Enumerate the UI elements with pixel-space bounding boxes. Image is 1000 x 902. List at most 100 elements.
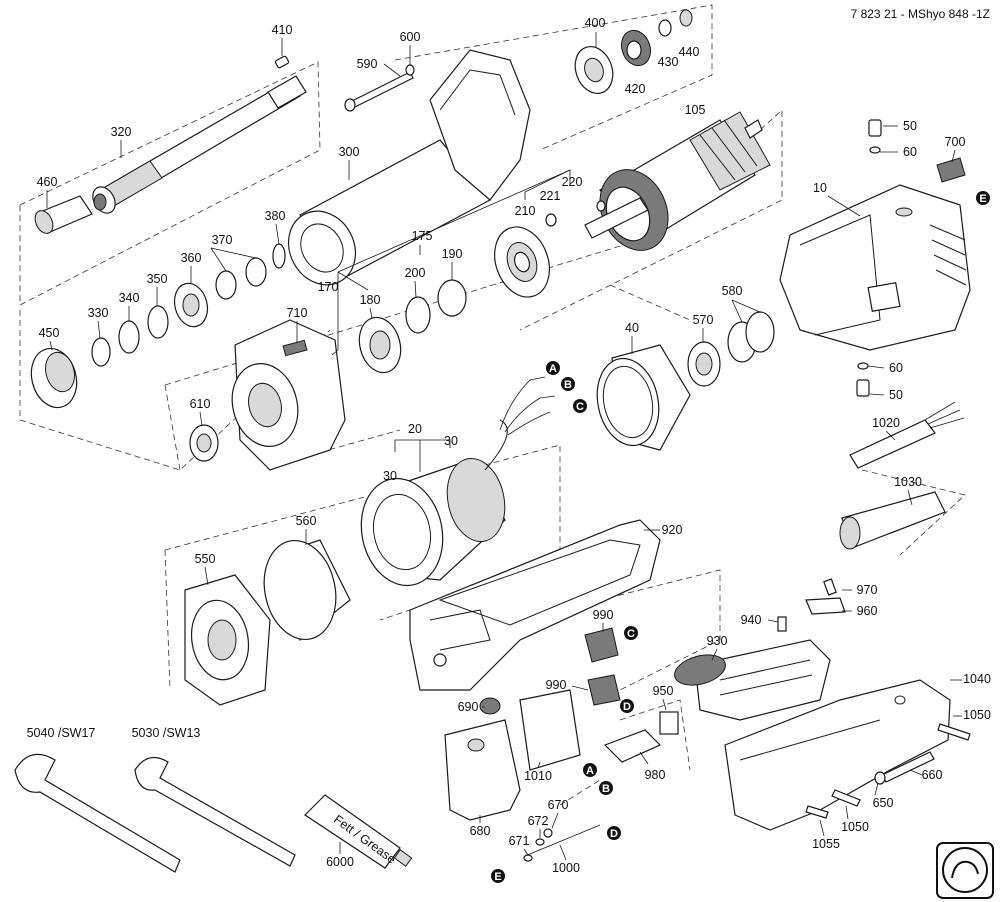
cable-1000 (524, 824, 601, 857)
label-60-bottom: 60 (889, 361, 903, 375)
nut-440 (679, 9, 693, 27)
bearing-360 (173, 282, 209, 328)
handle-half-1040 (724, 679, 951, 831)
label-190: 190 (442, 247, 463, 261)
label-610: 610 (190, 397, 211, 411)
label-710: 710 (287, 306, 308, 320)
cable-clamp-960 (805, 597, 846, 615)
label-930: 930 (707, 634, 728, 648)
label-990-upper: 990 (593, 608, 614, 622)
label-380: 380 (265, 209, 286, 223)
switch-990-lower (587, 674, 621, 706)
svg-text:D: D (610, 828, 618, 840)
spindle-housing-300 (287, 49, 531, 286)
cap-450 (30, 347, 78, 409)
leader-lines (46, 32, 962, 861)
label-221: 221 (540, 189, 561, 203)
ring-350 (147, 305, 169, 339)
screw-220 (596, 200, 606, 212)
handle-half-920 (409, 519, 661, 691)
switch-part-950 (659, 711, 679, 735)
motor-leads (499, 376, 556, 436)
label-440: 440 (679, 45, 700, 59)
bearing-plate-210 (494, 226, 550, 298)
cover-1010 (519, 689, 581, 771)
bearing-400 (574, 46, 614, 94)
circlip-380 (272, 243, 286, 269)
part-number-labels: 410 600 590 400 440 430 420 105 320 300 … (27, 16, 991, 875)
label-30-right: 30 (444, 434, 458, 448)
spindle-shaft-assembly (34, 55, 307, 234)
label-210: 210 (515, 204, 536, 218)
label-400: 400 (585, 16, 606, 30)
svg-text:B: B (564, 379, 572, 391)
label-320: 320 (111, 125, 132, 139)
screw-970 (823, 578, 837, 596)
marker-b-top: B (561, 377, 575, 391)
label-980: 980 (645, 768, 666, 782)
gear-420 (620, 29, 652, 67)
marker-c-switch: C (624, 626, 638, 640)
connector-980 (603, 729, 662, 763)
washer-370b (245, 257, 267, 287)
pad-690 (479, 697, 501, 715)
label-20: 20 (408, 422, 422, 436)
bearing-570 (687, 341, 721, 387)
label-550: 550 (195, 552, 216, 566)
screw-1050-lower (831, 789, 861, 807)
label-50-top: 50 (903, 119, 917, 133)
washer-60-bottom (857, 362, 869, 370)
label-600: 600 (400, 30, 421, 44)
label-6000: 6000 (326, 855, 354, 869)
marker-a-top: A (546, 361, 560, 375)
washer-430 (658, 19, 672, 37)
wrench-5030 (134, 756, 296, 867)
label-330: 330 (88, 306, 109, 320)
label-1020: 1020 (872, 416, 900, 430)
label-40: 40 (625, 321, 639, 335)
spring-washer-580b (745, 311, 775, 353)
part-672 (535, 838, 545, 846)
label-1055: 1055 (812, 837, 840, 851)
grease-tube-6000: Fett / Grease (304, 794, 413, 869)
label-1050-lower: 1050 (841, 820, 869, 834)
washer-60-top (869, 146, 881, 154)
connection-markers: A B C E C D A B (491, 191, 990, 883)
svg-text:A: A (549, 363, 557, 375)
ring-200 (405, 296, 431, 334)
power-cable-1020 (849, 401, 965, 469)
svg-text:A: A (586, 765, 594, 777)
screw-50-top (868, 119, 882, 137)
label-170: 170 (318, 280, 339, 294)
label-670: 670 (548, 798, 569, 812)
cable-grommet-1030 (839, 491, 946, 550)
svg-text:C: C (576, 401, 584, 413)
label-690: 690 (458, 700, 479, 714)
label-200: 200 (405, 266, 426, 280)
label-460: 460 (37, 175, 58, 189)
ring-330 (91, 337, 111, 367)
label-1040: 1040 (963, 672, 991, 686)
marker-c-top: C (573, 399, 587, 413)
cover-plate-680 (444, 719, 521, 821)
label-410: 410 (272, 23, 293, 37)
block-700 (936, 157, 966, 183)
label-175: 175 (412, 229, 433, 243)
label-5040: 5040 /SW17 (27, 726, 96, 740)
end-flange-550 (184, 574, 271, 706)
label-450: 450 (39, 326, 60, 340)
label-1000: 1000 (552, 861, 580, 875)
part-670 (543, 828, 553, 838)
label-650: 650 (873, 796, 894, 810)
label-180: 180 (360, 293, 381, 307)
label-1010: 1010 (524, 769, 552, 783)
marker-d-bottom: D (607, 826, 621, 840)
label-960: 960 (857, 604, 878, 618)
motor-housing-10 (779, 184, 971, 351)
label-30-left: 30 (383, 469, 397, 483)
switch-assembly-930 (674, 639, 831, 721)
label-671: 671 (509, 834, 530, 848)
assembly-guide-lines (19, 4, 966, 806)
wrench-5040 (14, 753, 181, 873)
